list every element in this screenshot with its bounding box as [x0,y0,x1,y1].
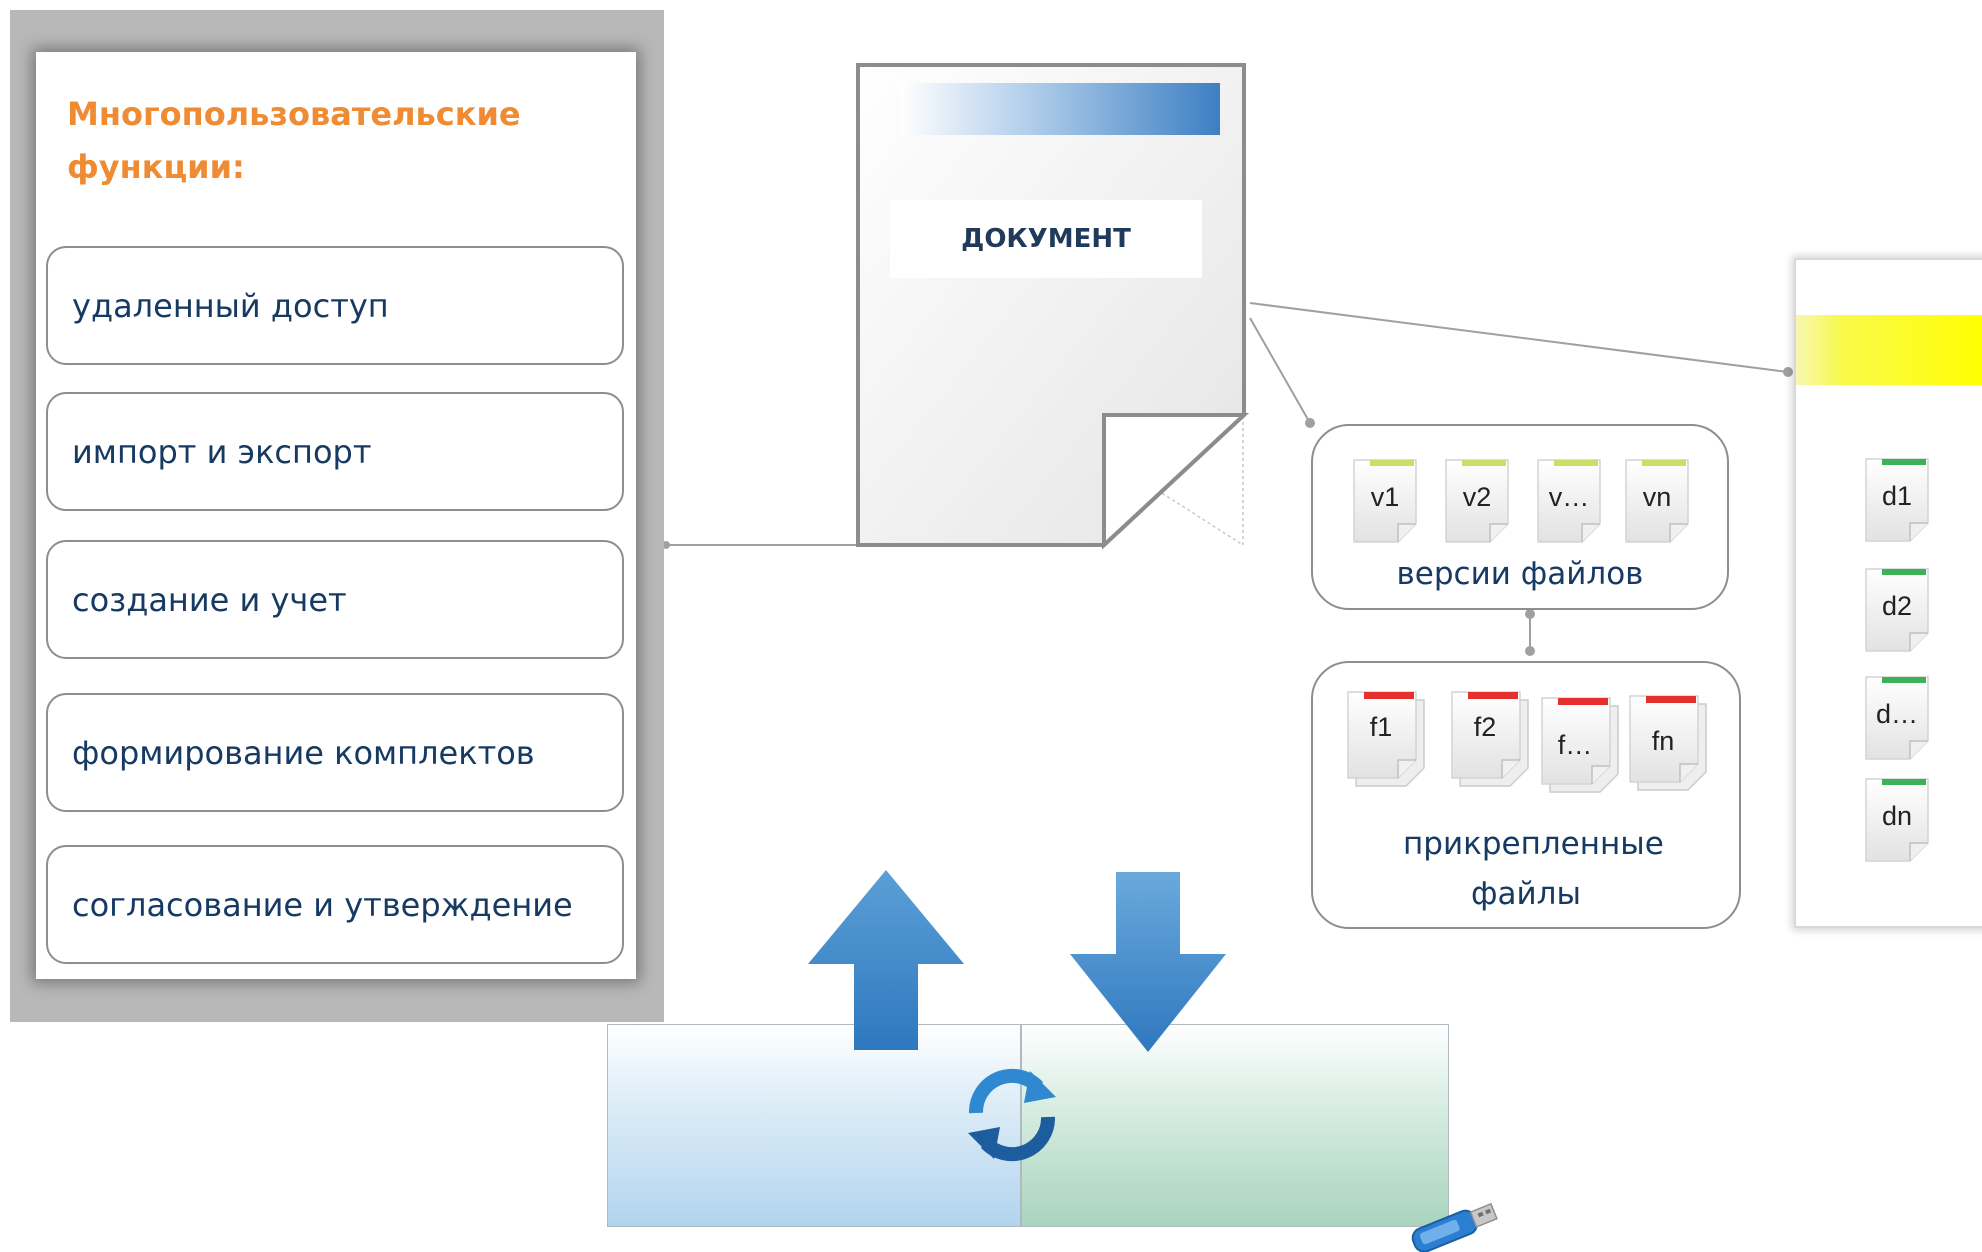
server-storage-panel [1021,1024,1449,1227]
attached-file-label: f2 [1473,712,1497,742]
version-label: vn [1642,482,1672,512]
attached-file-icon: f… [1540,694,1619,793]
feature-approval: согласование и утверждение [46,845,624,964]
usb-key-icon [1411,1202,1498,1252]
document-set-header-band [1796,315,1982,385]
feature-kit-forming: формирование комплектов [46,693,624,812]
set-document-label: d2 [1881,591,1913,621]
set-document-label: d1 [1881,481,1913,511]
attached-file-icon: fn [1628,692,1707,791]
features-panel [36,52,636,979]
download-arrow-icon [1070,872,1226,1052]
version-file-icon: vn [1624,458,1690,544]
document-icon [856,63,1250,550]
version-label: v1 [1370,482,1400,512]
version-label: v2 [1462,482,1492,512]
version-file-icon: v2 [1444,458,1510,544]
local-storage-panel [607,1024,1021,1227]
upload-arrow-icon [808,870,964,1050]
set-document-icon: dn [1864,777,1930,863]
attached-file-label: fn [1651,726,1675,756]
set-document-icon: d… [1864,675,1930,761]
sync-icon [968,1068,1056,1162]
attached-file-label: f1 [1369,712,1393,742]
attached-files-label: прикрепленные файлы [1403,826,1664,912]
set-document-icon: d1 [1864,457,1930,543]
version-label: v… [1548,482,1590,512]
version-file-icon: v… [1536,458,1602,544]
feature-create-register: создание и учет [46,540,624,659]
document-title: ДОКУМЕНТ [890,200,1202,278]
set-document-label: d… [1875,699,1919,729]
attached-file-icon: f2 [1450,688,1529,787]
feature-remote-access: удаленный доступ [46,246,624,365]
features-title: Многопользовательские функции: [67,95,521,186]
file-versions-label: версии файлов [1396,556,1644,592]
feature-import-export: импорт и экспорт [46,392,624,511]
set-document-icon: d2 [1864,567,1930,653]
set-document-label: dn [1881,801,1913,831]
attached-file-label: f… [1557,730,1593,760]
attached-file-icon: f1 [1346,688,1425,787]
version-file-icon: v1 [1352,458,1418,544]
